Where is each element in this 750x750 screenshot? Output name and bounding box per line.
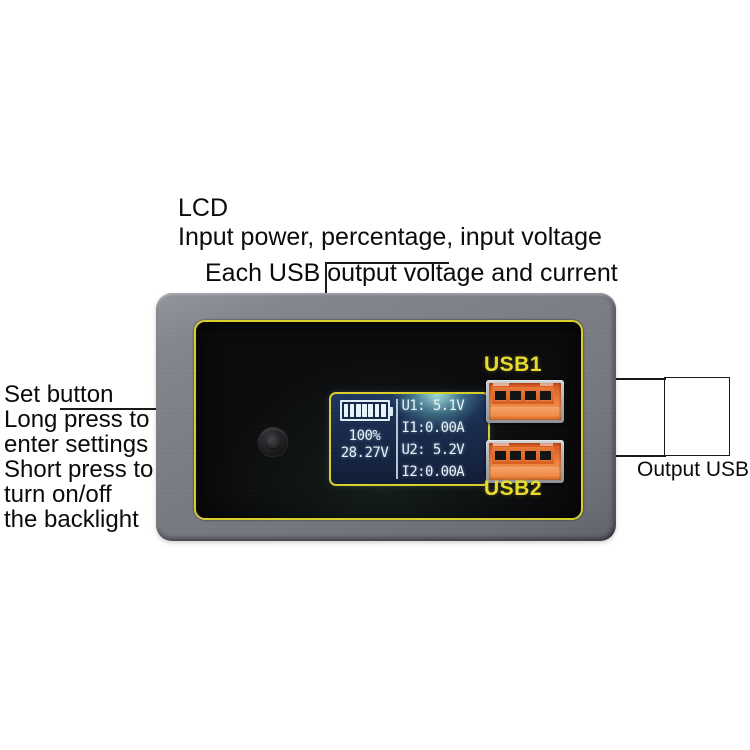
usb2-pin bbox=[510, 451, 521, 460]
reading-u1: U1: 5.1V bbox=[401, 398, 465, 414]
annotation-set-button-line3: Short press to bbox=[4, 455, 154, 483]
annotation-set-button-line5: the backlight bbox=[4, 505, 139, 533]
battery-segment bbox=[380, 404, 386, 417]
leader-bracket-output-usb bbox=[664, 377, 730, 456]
annotation-lcd-title: LCD bbox=[178, 194, 229, 222]
usb1-pin bbox=[495, 391, 506, 400]
usb2-port[interactable] bbox=[486, 440, 564, 483]
usb2-pin bbox=[495, 451, 506, 460]
battery-segment bbox=[343, 404, 349, 417]
device-front-panel: 100% 28.27V U1: 5.1V I1:0.00A U2: 5.2V I… bbox=[194, 320, 583, 520]
lcd-display: 100% 28.27V U1: 5.1V I1:0.00A U2: 5.2V I… bbox=[329, 392, 490, 486]
usb1-cavity bbox=[489, 383, 561, 420]
lcd-content: 100% 28.27V U1: 5.1V I1:0.00A U2: 5.2V I… bbox=[331, 394, 488, 484]
usb2-label: USB2 bbox=[484, 477, 543, 500]
battery-segment bbox=[374, 404, 380, 417]
usb2-contact-tongue bbox=[492, 447, 554, 464]
annotation-lcd-description: Input power, percentage, input voltage bbox=[178, 223, 602, 251]
annotation-set-button-block: Set button Long press to enter settings … bbox=[4, 381, 154, 533]
lcd-column-divider bbox=[396, 399, 398, 479]
battery-segment bbox=[349, 404, 355, 417]
battery-percentage-value: 100% bbox=[348, 428, 381, 444]
usb1-contact-tongue bbox=[492, 387, 554, 404]
input-voltage-value: 28.27V bbox=[340, 445, 389, 461]
usb2-pin bbox=[525, 451, 536, 460]
usb2-highlight-left bbox=[493, 443, 509, 446]
annotation-set-button-line4: turn on/off bbox=[4, 480, 112, 508]
annotation-set-button-line1: Long press to bbox=[4, 405, 150, 433]
battery-segment bbox=[362, 404, 367, 417]
usb1-highlight-right bbox=[540, 383, 553, 386]
annotation-set-button-line2: enter settings bbox=[4, 430, 149, 458]
lcd-left-column: 100% 28.27V bbox=[336, 398, 393, 480]
reading-i1: I1:0.00A bbox=[401, 420, 465, 436]
usb2-highlight-right bbox=[540, 443, 553, 446]
usb1-port[interactable] bbox=[486, 380, 564, 423]
leader-line-set-button bbox=[60, 408, 238, 410]
usb2-pin bbox=[540, 451, 551, 460]
annotation-usb-description: Each USB output voltage and current bbox=[205, 259, 618, 287]
usb1-lip bbox=[491, 407, 559, 416]
usb1-label: USB1 bbox=[484, 353, 543, 376]
annotation-output-usb: Output USB bbox=[637, 458, 750, 481]
usb1-highlight-left bbox=[493, 383, 509, 386]
battery-level-icon bbox=[339, 400, 393, 421]
usb2-cavity bbox=[489, 443, 561, 480]
leader-line-usb-top bbox=[325, 262, 449, 264]
usb-power-meter-device: 100% 28.27V U1: 5.1V I1:0.00A U2: 5.2V I… bbox=[156, 293, 616, 541]
usb1-pin bbox=[525, 391, 536, 400]
usb1-pin bbox=[510, 391, 521, 400]
battery-segment bbox=[368, 404, 374, 417]
reading-u2: U2: 5.2V bbox=[401, 442, 465, 458]
set-button[interactable] bbox=[259, 428, 287, 456]
battery-segment bbox=[355, 404, 361, 417]
lcd-right-column: U1: 5.1V I1:0.00A U2: 5.2V I2:0.00A bbox=[402, 398, 484, 480]
annotation-set-button-title: Set button bbox=[4, 381, 114, 408]
reading-i2: I2:0.00A bbox=[401, 464, 465, 480]
usb1-pin bbox=[540, 391, 551, 400]
usb2-lip bbox=[491, 467, 559, 476]
